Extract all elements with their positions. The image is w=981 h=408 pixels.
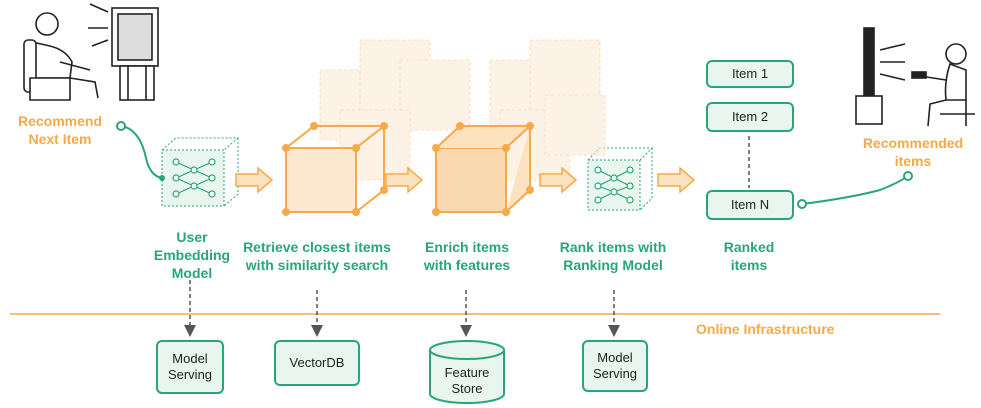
person-with-remote-icon — [855, 27, 975, 127]
recommend-next-item-label: Recommend Next Item — [17, 113, 103, 147]
arrow-right-icon — [235, 166, 696, 194]
ranked-items-label: Ranked items — [723, 239, 775, 273]
recommended-items-label: Recommended items — [862, 135, 964, 169]
cube-icon — [432, 122, 534, 216]
cube-icon — [319, 39, 606, 181]
database-cylinder-icon — [429, 340, 505, 404]
neural-network-icon — [161, 137, 240, 207]
ranked-item-box: Item 1 — [706, 60, 794, 88]
person-watching-tv-icon — [23, 3, 159, 101]
feature-store-label: Feature Store — [444, 365, 490, 396]
connector-line — [121, 125, 163, 179]
ranked-item-box: Item 2 — [706, 102, 794, 132]
ranked-item-box: Item N — [706, 190, 794, 220]
enrich-label: Enrich items with features — [423, 239, 511, 273]
neural-network-icon — [587, 147, 654, 211]
vectordb-box: VectorDB — [274, 340, 360, 386]
online-infrastructure-label: Online Infrastructure — [696, 321, 835, 337]
model-serving-box: Model Serving — [156, 340, 224, 394]
retrieve-label: Retrieve closest items with similarity s… — [243, 239, 391, 273]
user-embedding-model-label: User Embedding Model — [153, 229, 231, 281]
model-serving-box: Model Serving — [582, 340, 648, 392]
rank-label: Rank items with Ranking Model — [559, 239, 667, 273]
connector-line — [801, 175, 909, 205]
cube-icon — [282, 122, 388, 216]
